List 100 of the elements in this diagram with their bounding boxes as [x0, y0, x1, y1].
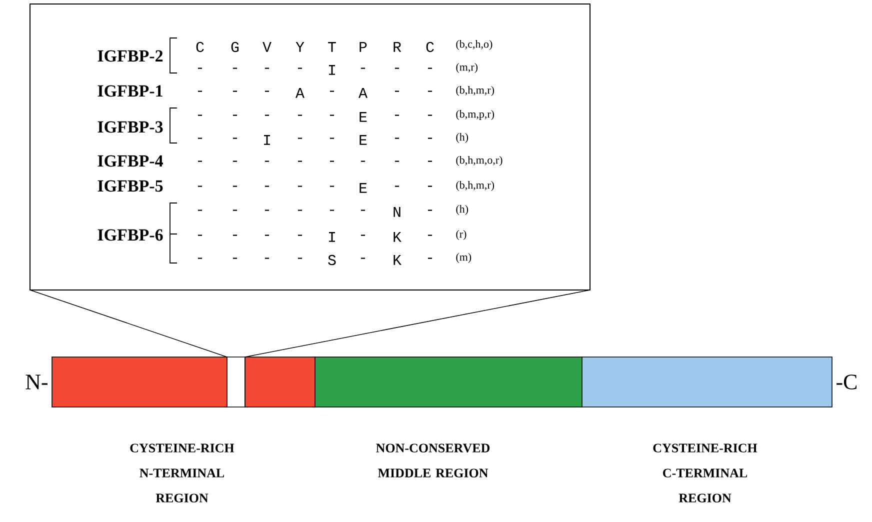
residue-letter: - [298, 160, 302, 162]
species-label: (b,h,m,o,r) [456, 156, 502, 166]
residue-letter: - [428, 186, 432, 187]
domain-segment [52, 356, 228, 408]
residue-letter: A [296, 88, 304, 98]
residue-letter: - [330, 210, 334, 211]
residue-letter: - [360, 210, 366, 211]
residue-letter: - [232, 90, 238, 92]
species-label: (b,m,p,r) [456, 110, 494, 120]
species-label: (m,r) [456, 63, 478, 73]
residue-letter: I [328, 65, 335, 75]
residue-letter: - [232, 160, 238, 162]
residue-letter: - [394, 68, 400, 69]
region-caption: CYSTEINE-RICH N-TERMINAL REGION [130, 444, 234, 502]
residue-letter: - [232, 68, 238, 69]
residue-letter: - [198, 90, 202, 92]
residue-letter: E [360, 112, 367, 122]
residue-letter: - [232, 258, 238, 259]
protein-name: IGFBP-1 [98, 85, 162, 97]
residue-letter: - [330, 186, 334, 187]
residue-letter: - [428, 210, 432, 211]
residue-letter: - [264, 68, 270, 69]
residue-letter: - [264, 234, 270, 236]
residue-letter: - [394, 90, 400, 92]
residue-letter: - [298, 186, 302, 187]
residue-letter: - [394, 186, 400, 187]
residue-letter: - [428, 114, 432, 116]
species-label: (m) [456, 253, 472, 263]
residue-letter: - [298, 138, 302, 139]
inset-box [30, 4, 590, 290]
residue-letter: K [394, 255, 402, 265]
residue-letter: - [264, 258, 270, 259]
residue-letter: - [330, 90, 334, 92]
region-caption: CYSTEINE-RICH C-TERMINAL REGION [653, 444, 758, 502]
residue-letter: - [330, 138, 334, 139]
residue-letter: - [298, 210, 302, 211]
domain-segment [226, 356, 246, 408]
domain-segment [582, 356, 832, 408]
residue-letter: C [196, 42, 204, 52]
residue-letter: - [428, 68, 432, 69]
residue-letter: - [298, 258, 302, 259]
residue-letter: C [426, 42, 434, 52]
residue-letter: - [264, 90, 270, 92]
residue-letter: V [262, 42, 272, 52]
residue-letter: - [394, 160, 400, 162]
species-label: (b,c,h,o) [456, 40, 492, 50]
residue-letter: G [231, 42, 239, 52]
region-caption: NON-CONSERVED MIDDLE REGION [376, 444, 490, 478]
residue-letter: I [328, 232, 335, 242]
residue-letter: - [232, 234, 238, 236]
residue-letter: - [394, 114, 400, 116]
residue-letter: - [428, 138, 432, 139]
protein-name: IGFBP-3 [98, 121, 163, 133]
residue-letter: T [328, 42, 336, 52]
residue-letter: - [428, 258, 432, 259]
residue-letter: P [360, 42, 367, 52]
residue-letter: - [264, 160, 270, 162]
residue-letter: - [198, 186, 202, 187]
residue-letter: K [394, 232, 402, 242]
residue-letter: - [394, 138, 400, 139]
residue-letter: E [360, 183, 367, 193]
residue-letter: - [428, 160, 432, 162]
residue-letter: - [360, 160, 366, 162]
residue-letter: E [360, 135, 367, 145]
residue-letter: I [264, 135, 270, 145]
residue-letter: - [360, 258, 366, 259]
protein-name: IGFBP-4 [98, 155, 163, 167]
residue-letter: - [232, 114, 238, 116]
residue-letter: R [394, 42, 402, 52]
terminus-label: -C [836, 374, 856, 390]
residue-letter: - [264, 210, 270, 211]
domain-segment [244, 356, 316, 408]
residue-letter: - [298, 68, 302, 69]
residue-letter: - [298, 234, 302, 236]
protein-name: IGFBP-6 [98, 229, 163, 241]
residue-letter: - [198, 68, 202, 69]
residue-letter: - [428, 234, 432, 236]
terminus-label: N- [26, 374, 48, 390]
residue-letter: - [264, 114, 270, 116]
protein-name: IGFBP-2 [98, 50, 163, 62]
residue-letter: - [198, 210, 202, 211]
residue-letter: - [298, 114, 302, 116]
residue-letter: - [330, 114, 334, 116]
residue-letter: - [264, 186, 270, 187]
residue-letter: - [198, 234, 202, 236]
residue-letter: - [232, 210, 238, 211]
residue-letter: N [394, 207, 400, 217]
species-label: (h) [456, 205, 468, 215]
species-label: (r) [456, 230, 466, 240]
protein-name: IGFBP-5 [98, 180, 163, 192]
residue-letter: - [330, 160, 334, 162]
residue-letter: - [360, 234, 366, 236]
species-label: (h) [456, 133, 468, 143]
residue-letter: - [198, 258, 202, 259]
residue-letter: - [198, 114, 202, 116]
residue-letter: - [198, 160, 202, 162]
residue-letter: - [360, 68, 366, 69]
residue-letter: A [358, 88, 368, 98]
zoom-line [244, 290, 590, 358]
residue-letter: S [328, 254, 336, 266]
